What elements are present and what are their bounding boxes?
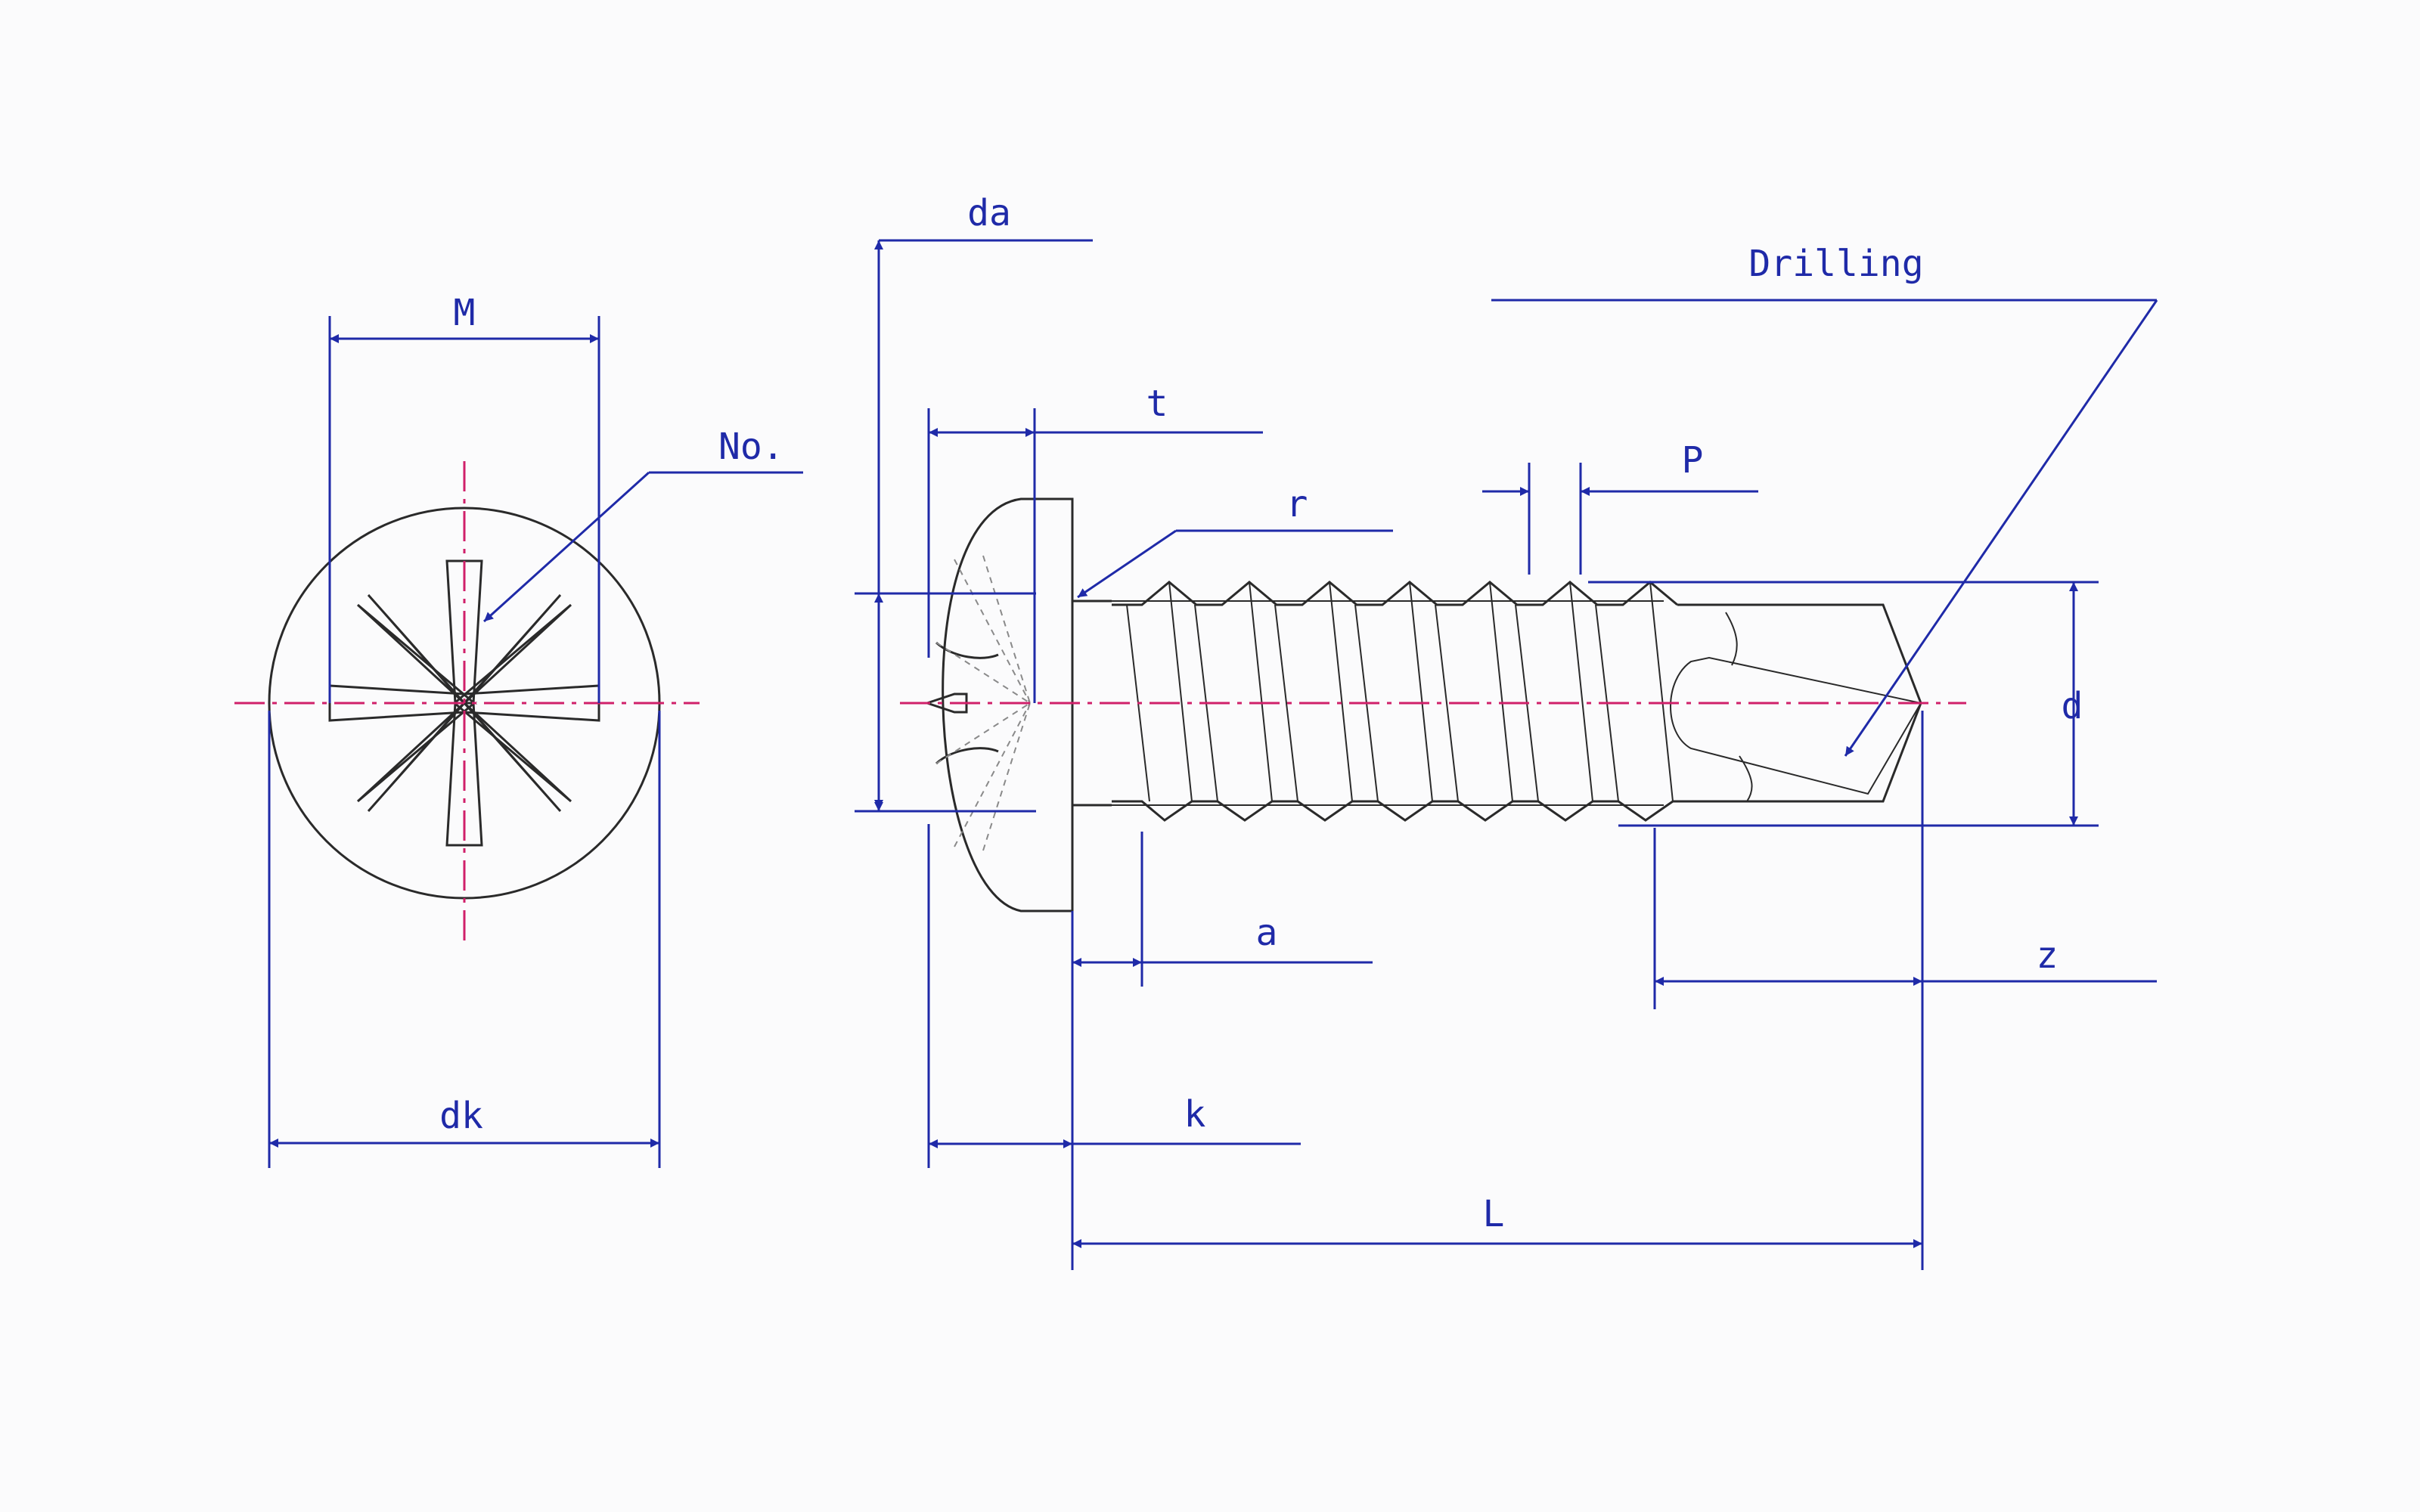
dimension-t — [927, 408, 1263, 703]
label-k: k — [1184, 1093, 1206, 1136]
leader-No — [482, 471, 803, 623]
label-drilling: Drilling — [1748, 243, 1923, 285]
dimension-dk — [268, 711, 661, 1168]
thread-crests-top — [1112, 581, 1678, 606]
label-a: a — [1256, 912, 1278, 954]
thread-crests-bottom — [1112, 800, 1674, 822]
screw-side-view — [900, 497, 1966, 912]
label-z: z — [2037, 934, 2059, 977]
thread-flank-lines — [1126, 581, 1674, 802]
dimension-da — [855, 239, 1093, 813]
drill-flute — [1670, 612, 1922, 802]
screw-head-outline — [942, 497, 1074, 912]
dimension-k — [927, 824, 1301, 1168]
dimension-M — [328, 316, 600, 703]
leader-r — [1077, 529, 1393, 599]
head-top-view: M No. dk — [234, 292, 803, 1168]
label-No: No. — [718, 426, 784, 468]
label-M: M — [454, 292, 476, 334]
leader-drilling — [1491, 299, 2158, 757]
dimension-d — [1588, 581, 2099, 827]
label-r: r — [1286, 483, 1308, 525]
dimension-a — [1071, 832, 1373, 1270]
head-recess-hidden — [935, 555, 1031, 851]
dimension-z — [1653, 711, 2157, 1270]
label-t: t — [1146, 383, 1168, 425]
label-L: L — [1483, 1193, 1505, 1235]
label-p: P — [1682, 439, 1704, 482]
label-d: d — [2062, 685, 2083, 727]
dimension-p — [1482, 463, 1758, 575]
shank-outline — [1072, 600, 1112, 807]
label-dk: dk — [439, 1095, 483, 1137]
label-da: da — [967, 192, 1011, 234]
